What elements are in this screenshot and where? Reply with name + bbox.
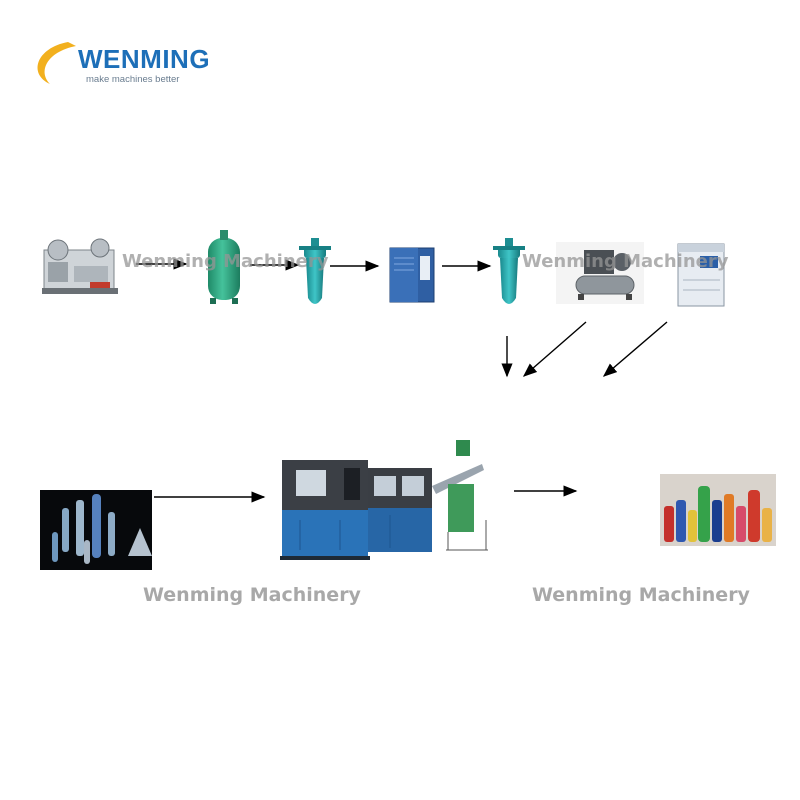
- pet-preforms-icon: [40, 490, 152, 570]
- low-pressure-compressor-icon: [556, 242, 644, 304]
- air-dryer-icon: [389, 247, 435, 303]
- water-chiller-icon: [677, 243, 725, 307]
- finished-bottles-icon: [660, 474, 776, 546]
- watermark: Wenming Machinery: [522, 251, 729, 272]
- logo-name: WENMING: [78, 44, 211, 74]
- air-tank-icon: [208, 230, 240, 304]
- wenming-logo: WENMING make machines better: [28, 34, 211, 90]
- blow-molding-machine-icon: [280, 440, 488, 560]
- air-compressor-icon: [42, 238, 118, 294]
- watermark: Wenming Machinery: [532, 584, 750, 606]
- flow-arrow-diagonal: [602, 321, 668, 377]
- precision-filter-icon: [299, 238, 331, 304]
- precision-filter-icon: [493, 238, 525, 304]
- watermark: Wenming Machinery: [122, 251, 329, 272]
- flow-arrow-diagonal: [522, 321, 587, 377]
- logo-swoosh-icon: [37, 42, 76, 84]
- logo-tagline: make machines better: [86, 74, 180, 85]
- watermark: Wenming Machinery: [143, 584, 361, 606]
